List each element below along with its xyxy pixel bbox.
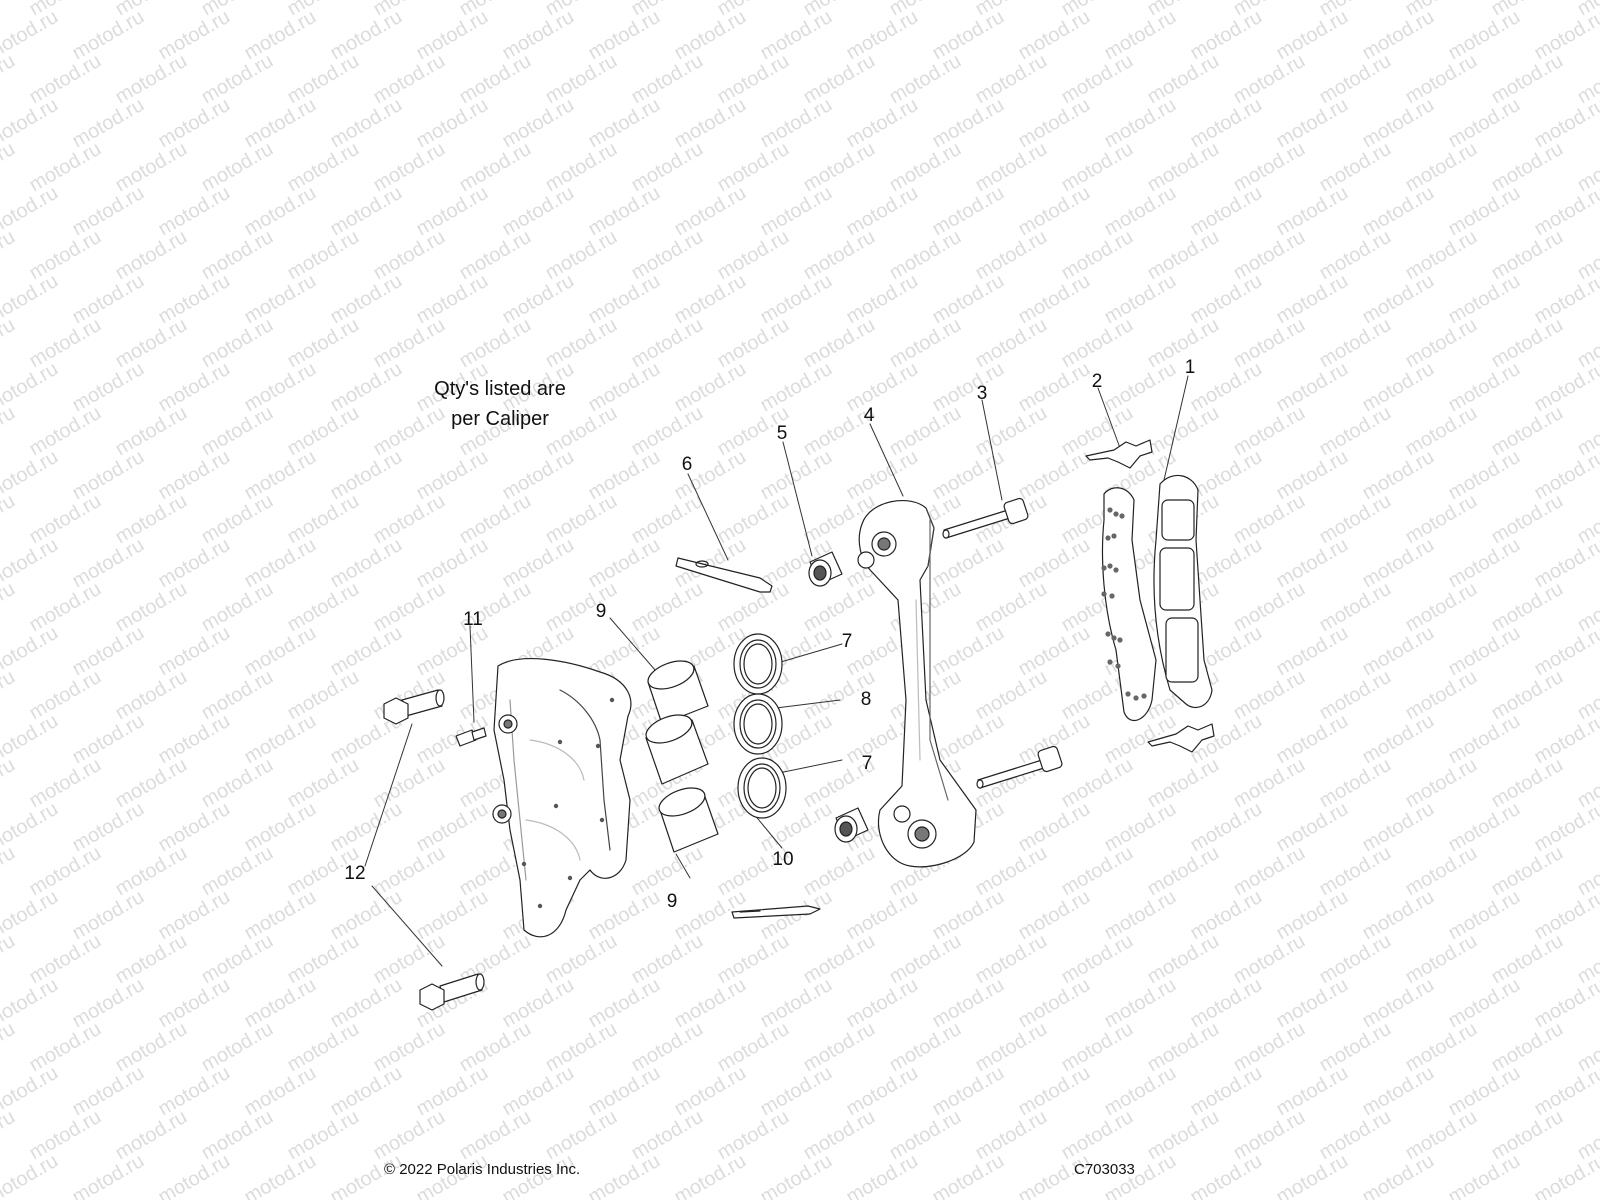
callout-7-upper: 7 xyxy=(841,631,853,652)
callout-7-lower: 7 xyxy=(861,753,873,774)
callout-5: 5 xyxy=(776,423,788,444)
piston-upper xyxy=(647,660,709,725)
bushing-upper xyxy=(808,551,843,587)
callout-1: 1 xyxy=(1184,357,1196,378)
quantity-note-line-2: per Caliper xyxy=(451,408,549,430)
retaining-clip-lower xyxy=(1147,723,1215,753)
brake-pad-backplate xyxy=(1101,487,1157,722)
piston-middle xyxy=(645,714,709,785)
callout-9-lower: 9 xyxy=(666,891,678,912)
caliper-housing xyxy=(492,657,632,938)
callout-4: 4 xyxy=(863,405,875,426)
diagram-code: C703033 xyxy=(1074,1161,1135,1178)
callout-8: 8 xyxy=(860,689,872,710)
copyright-notice: © 2022 Polaris Industries Inc. xyxy=(384,1161,581,1178)
quantity-note-line-1: Qty's listed are xyxy=(434,378,566,400)
callout-2: 2 xyxy=(1091,371,1103,392)
slide-pin-upper xyxy=(942,497,1029,539)
callout-9-upper: 9 xyxy=(595,601,607,622)
bushing-lower xyxy=(834,807,869,843)
slide-pin-lower xyxy=(976,745,1063,789)
mounting-bolt-lower xyxy=(419,973,485,1011)
mounting-bolt-upper xyxy=(383,689,445,725)
brake-pad xyxy=(1153,474,1213,709)
callout-12: 12 xyxy=(344,863,366,884)
retaining-clip-upper xyxy=(1085,439,1153,469)
piston-lower xyxy=(658,787,719,853)
piston-seal-lower xyxy=(737,757,787,819)
dust-boot xyxy=(733,693,783,755)
shim-plate-upper xyxy=(675,557,773,593)
callout-6: 6 xyxy=(681,454,693,475)
callout-3: 3 xyxy=(976,383,988,404)
caliper-bracket xyxy=(857,500,977,868)
callout-11: 11 xyxy=(463,609,483,630)
bleeder-screw xyxy=(455,727,487,747)
piston-seal-upper xyxy=(733,633,783,695)
callout-10: 10 xyxy=(772,849,794,870)
shim-plate-lower xyxy=(731,905,821,919)
